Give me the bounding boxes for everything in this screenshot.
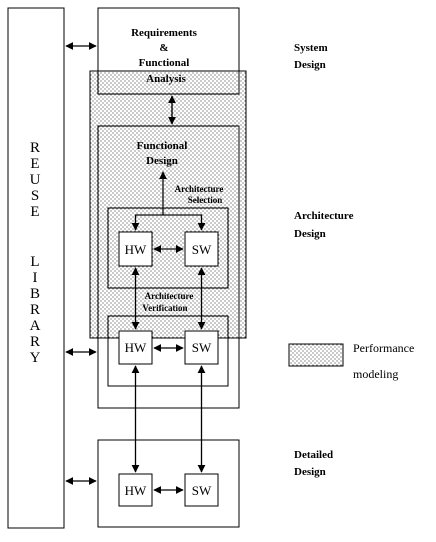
functional-design-box xyxy=(97,125,240,339)
architecture-verification-line1: Architecture xyxy=(145,291,194,301)
selection-fork-sw xyxy=(163,214,206,231)
detailed-design-line1: Detailed xyxy=(294,449,333,461)
library-letter-i: I xyxy=(33,270,38,286)
architecture-selection-box xyxy=(107,207,229,289)
system-design-line1: System xyxy=(294,42,328,54)
library-letter-r: R xyxy=(30,302,40,318)
reuse-library-label: R E U S E L I B R A R Y xyxy=(30,140,41,366)
library-letter-a: A xyxy=(30,318,41,334)
functional-design-line1: Functional xyxy=(137,140,188,152)
reuse-library-box xyxy=(7,7,65,529)
hw-box-detailed xyxy=(118,473,153,507)
legend-line1: Performance xyxy=(353,341,414,355)
requirements-line4: Analysis xyxy=(146,73,186,85)
legend-swatch xyxy=(288,343,344,367)
detailed-design-line2: Design xyxy=(294,466,326,478)
requirements-line1: Requirements xyxy=(131,27,198,39)
sw-label-verification: SW xyxy=(192,340,212,355)
reuse-letter-r: R xyxy=(30,140,40,156)
requirements-line3: Functional xyxy=(139,57,190,69)
hw-label-selection: HW xyxy=(125,242,147,257)
reuse-letter-u: U xyxy=(30,172,41,188)
architecture-verification-box xyxy=(107,315,229,387)
reuse-letter-e: E xyxy=(30,156,39,172)
library-letter-y: Y xyxy=(30,350,41,366)
requirements-label: Requirements & Functional xyxy=(131,27,198,69)
hw-box-verification xyxy=(118,330,153,365)
sw-box-detailed xyxy=(184,473,219,507)
hw-label-verification: HW xyxy=(125,340,147,355)
architecture-design-line2: Design xyxy=(294,228,326,240)
architecture-selection-line2: Selection xyxy=(188,195,223,205)
sw-box-verification xyxy=(184,330,219,365)
legend-line2: modeling xyxy=(353,367,398,381)
sw-label-detailed: SW xyxy=(192,483,212,498)
sw-label-selection: SW xyxy=(192,242,212,257)
reuse-letter-s: S xyxy=(31,188,39,204)
sw-box-selection xyxy=(184,231,219,267)
selection-fork-hw xyxy=(131,214,163,231)
performance-modeling-region xyxy=(89,70,247,339)
reuse-letter-e2: E xyxy=(30,204,39,220)
system-design-line2: Design xyxy=(294,59,326,71)
analysis-box xyxy=(97,70,240,95)
library-letter-r2: R xyxy=(30,334,40,350)
hw-box-selection xyxy=(118,231,153,267)
requirements-line2: & xyxy=(159,42,168,54)
hw-label-detailed: HW xyxy=(125,483,147,498)
functional-design-line2: Design xyxy=(146,155,178,167)
architecture-design-line1: Architecture xyxy=(294,210,354,222)
phase-labels: System Design Architecture Design Detail… xyxy=(294,42,354,478)
architecture-selection-line1: Architecture xyxy=(175,184,224,194)
library-letter-b: B xyxy=(30,286,40,302)
architecture-verification-line2: Verification xyxy=(142,303,187,313)
library-letter-l: L xyxy=(30,254,39,270)
